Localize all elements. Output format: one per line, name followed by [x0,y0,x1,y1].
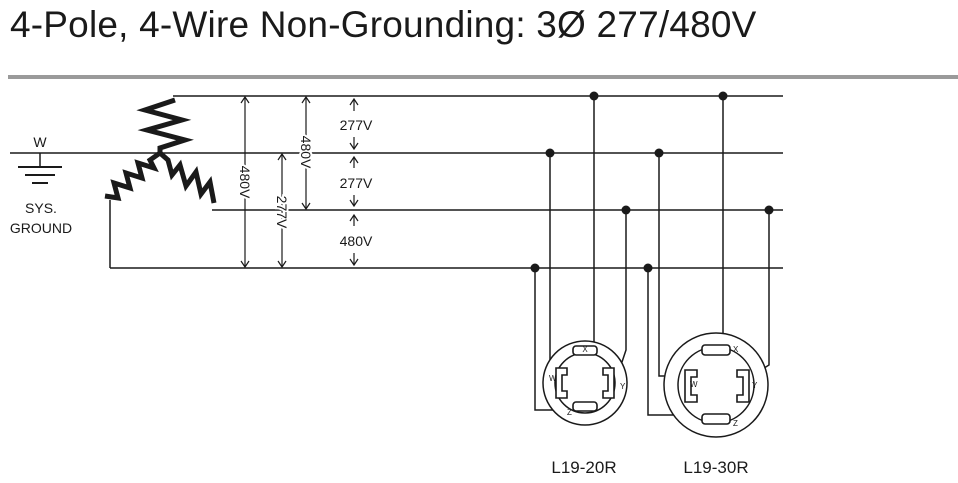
l19-20r-terminal-x: X [582,345,588,354]
coil-y [158,151,217,204]
voltage-label-277v-vertical: 277V [274,196,290,229]
diagram-title: 4-Pole, 4-Wire Non-Grounding: 3Ø 277/480… [10,4,757,45]
l19-30r-receptacle: X Y Z W [663,332,769,438]
l19-20r-terminal-w: W [549,374,557,383]
wye-transformer [104,97,217,204]
l19-30r-terminal-w: W [690,380,698,389]
l19-20r-terminal-y: Y [620,382,626,391]
l19-30r-terminal-y: Y [752,381,758,390]
neutral-label: W [33,134,47,150]
voltage-label-480v-bottom: 480V [340,233,373,249]
ground-label-line1: SYS. [25,200,57,216]
voltage-label-480v-vertical: 480V [237,166,253,199]
dim-277v-left [277,152,287,269]
coil-z [104,150,162,202]
voltage-label-277v-middle: 277V [340,175,373,191]
l19-30r-terminal-z: Z [733,419,738,428]
dim-right-arrows [349,97,359,267]
ground-symbol [18,153,62,184]
l19-20r-label: L19-20R [551,458,616,477]
voltage-label-480v-upper: 480V [298,136,314,169]
ground-label-line2: GROUND [10,220,72,236]
l19-20r-receptacle: X Y Z W [542,340,628,426]
l19-30r-terminal-x: X [733,345,739,354]
l19-20r-terminal-z: Z [567,408,572,417]
voltage-label-277v-top: 277V [340,117,373,133]
l19-30r-label: L19-30R [683,458,748,477]
coil-x [136,97,194,153]
dim-480v-left [240,95,250,269]
dim-480v-upper [301,95,311,211]
title-rule [8,75,958,79]
